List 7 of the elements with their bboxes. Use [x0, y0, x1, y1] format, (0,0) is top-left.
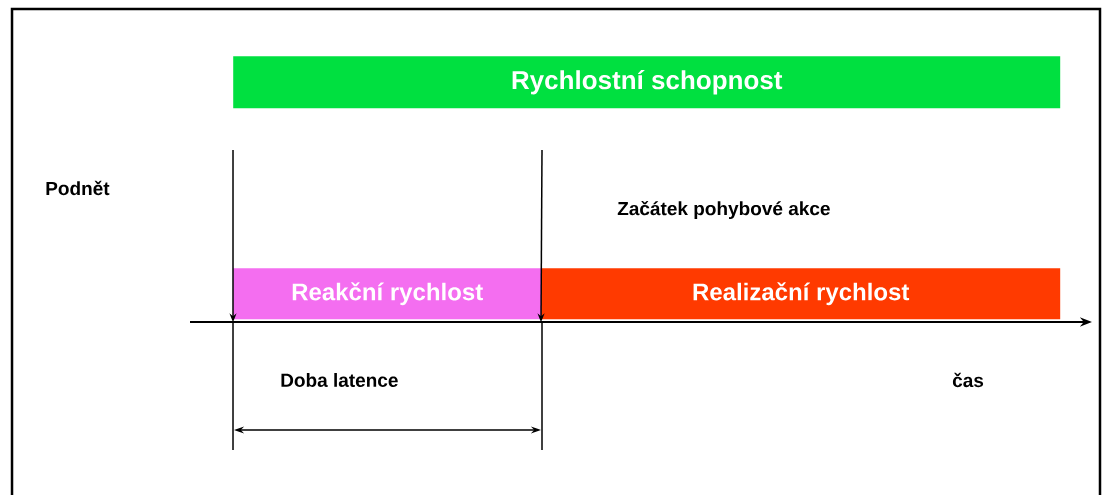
label: Začátek pohybové akce	[617, 200, 830, 220]
bar: Rychlostní schopnost	[233, 56, 1061, 109]
bar: Realizační rychlost	[541, 268, 1061, 320]
label: Doba latence	[281, 373, 398, 387]
bar: Reakční rychlost	[233, 268, 542, 320]
label: čas	[952, 372, 984, 388]
label: Podnět	[46, 180, 110, 196]
